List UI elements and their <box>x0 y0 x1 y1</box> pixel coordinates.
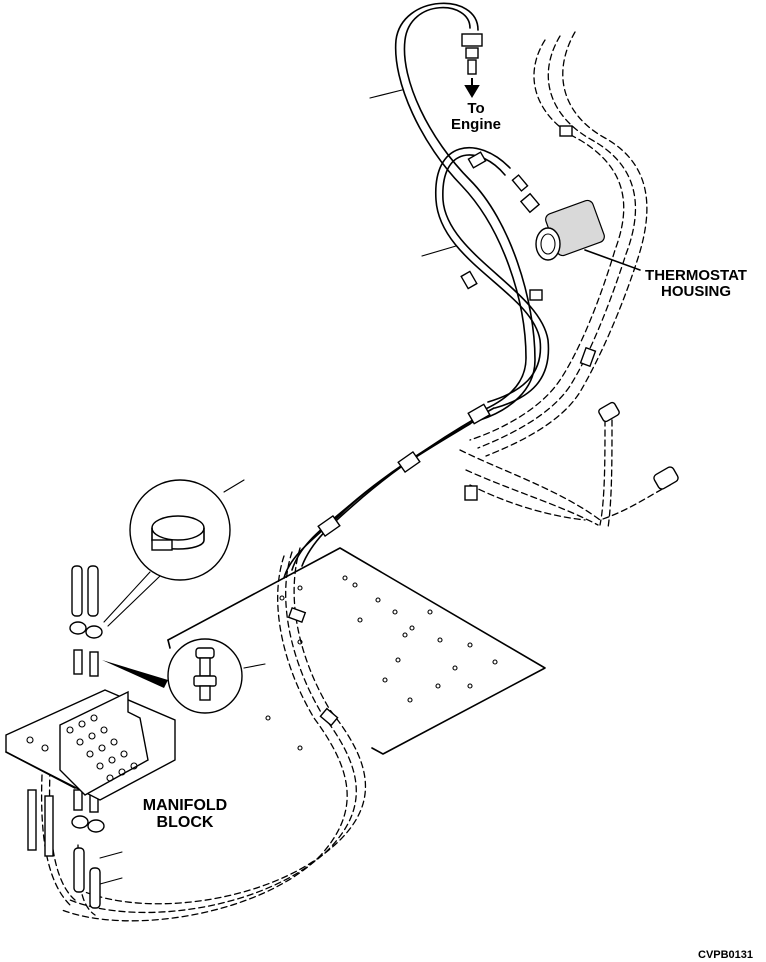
to-engine-label: To Engine <box>440 101 512 133</box>
manifold-block <box>5 689 176 801</box>
manifold-label-line2: BLOCK <box>156 813 214 831</box>
thermostat-housing <box>511 174 641 271</box>
loose-parts <box>27 565 105 909</box>
thermostat-housing-label: THERMOSTAT HOUSING <box>640 268 752 300</box>
thermostat-label-line1: THERMOSTAT <box>645 267 747 284</box>
dashed-hoses <box>40 31 679 922</box>
floor-plate <box>167 547 546 755</box>
thermostat-label-line2: HOUSING <box>660 282 731 300</box>
engine-fitting <box>461 33 483 98</box>
manifold-label-line1: MANIFOLD <box>142 797 228 814</box>
clamp-detail-callout <box>103 479 231 627</box>
figure-code: CVPB0131 <box>698 949 754 961</box>
arrow-down-icon <box>464 78 480 98</box>
upper-hoses <box>283 2 550 579</box>
leader-lines <box>99 89 457 885</box>
to-engine-label-line1: To <box>467 100 485 117</box>
manifold-block-label: MANIFOLD BLOCK <box>130 797 240 832</box>
to-engine-label-line2: Engine <box>450 115 501 133</box>
fitting-detail-callout <box>102 638 243 714</box>
